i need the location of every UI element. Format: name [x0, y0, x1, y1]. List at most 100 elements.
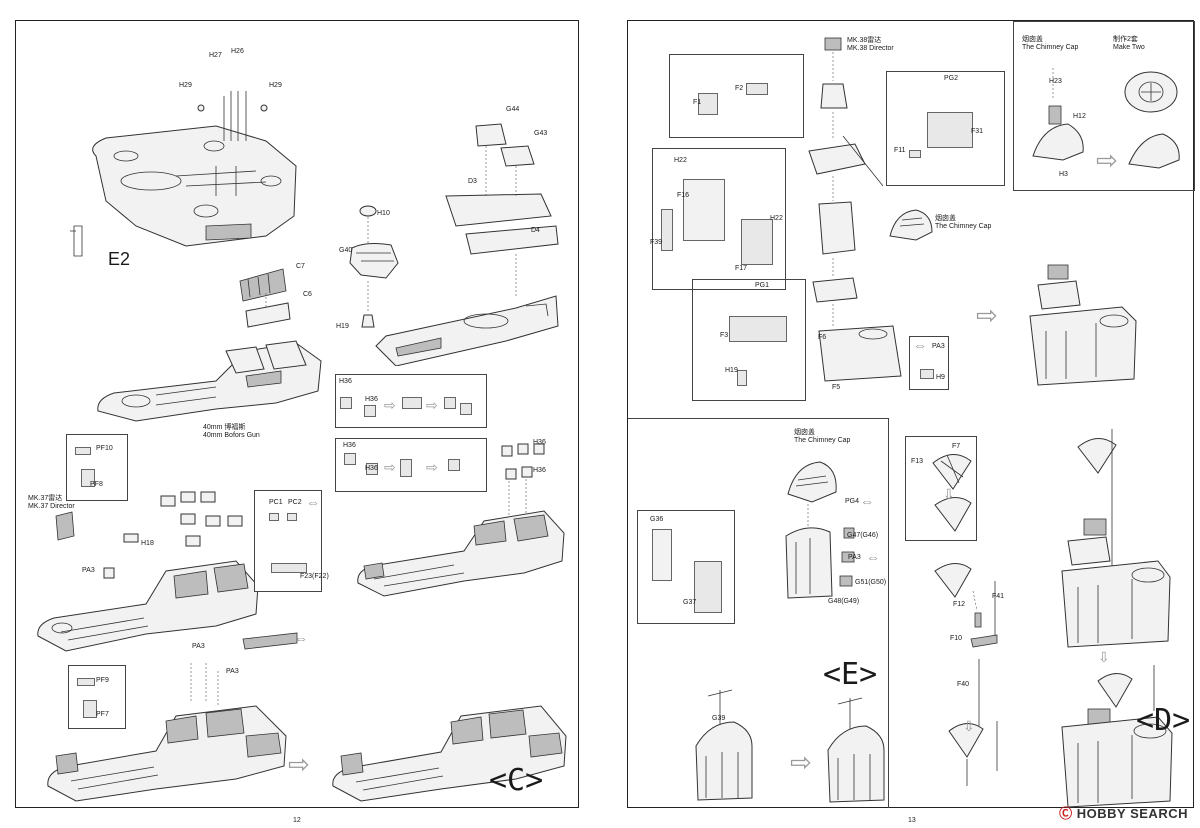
part-label-f1: F1 [693, 99, 702, 106]
caption-chimney-b-cn: 烟囱盖 [1022, 36, 1043, 43]
part-label-h36-c: H36 [533, 439, 546, 446]
chimney-cap-a-drawing [889, 209, 933, 241]
instruction-page-left: H27 H26 H29 H29 E2 G44 G43 D3 D4 H10 G40… [15, 20, 579, 824]
sheet-parts-c7-c6-drawing [239, 268, 291, 328]
part-label-g37: G37 [683, 599, 697, 606]
part-label-pf7: PF7 [96, 711, 109, 718]
part-label-f2: F2 [735, 85, 744, 92]
down-arrow-icon: ⇩ [943, 486, 955, 502]
superstructure-upper-drawing [375, 123, 559, 366]
g36-g37-callout-box [637, 510, 735, 624]
part-label-f7: F7 [952, 443, 961, 450]
funnel-final-b-drawing [827, 697, 885, 803]
pf9-pf7-callout-box [68, 665, 126, 729]
pc-parts-callout-box [254, 490, 322, 592]
caption-mk37-en: MK.37 Director [28, 503, 75, 510]
part-label-f39: F39 [650, 239, 663, 246]
part-label-pg1: PG1 [755, 282, 770, 289]
part-label-h36-d: H36 [533, 467, 546, 474]
part-label-f31: F31 [971, 128, 984, 135]
part-label-f23: F23(F22) [300, 573, 329, 580]
part-label-f41: F41 [992, 593, 1005, 600]
part-label-f3: F3 [720, 332, 729, 339]
part-label-h22-a: H22 [674, 157, 687, 164]
h36-callout-box-b: ⇨ ⇨ [335, 438, 487, 492]
part-label-h29-right: H29 [269, 82, 282, 89]
part-label-pf8: PF8 [90, 481, 103, 488]
part-label-f5: F5 [832, 384, 841, 391]
f1-f2-callout-box [669, 54, 804, 138]
superstructure-mid-drawing [97, 340, 322, 422]
step-arrow-icon-2: ⇨ [976, 300, 998, 330]
superstructure-right-drawing [357, 443, 565, 597]
part-label-pa3-b: PA3 [192, 643, 205, 650]
part-label-c7: C7 [296, 263, 305, 270]
part-label-h3: H3 [1059, 171, 1068, 178]
part-label-pc1: PC1 [269, 499, 283, 506]
step-arrow-icon-4: ⇨ [790, 747, 812, 777]
caption-mk38-en: MK.38 Director [847, 45, 894, 52]
part-label-h18: H18 [141, 540, 154, 547]
part-label-d3: D3 [468, 178, 477, 185]
part-label-g44: G44 [506, 106, 520, 113]
part-label-pg2: PG2 [944, 75, 959, 82]
down-arrow-icon-2: ⇩ [963, 718, 975, 734]
part-label-d4: D4 [531, 227, 540, 234]
direction-arrow-icon-5: ⇔ [866, 549, 880, 565]
part-label-c6: C6 [303, 291, 312, 298]
f16-f17-callout-box [652, 148, 786, 290]
part-label-h36-b2: H36 [365, 465, 378, 472]
direction-arrow-icon-3: ⇔ [913, 337, 927, 353]
part-label-g39: G39 [712, 715, 726, 722]
step-label-d: <D> [1136, 703, 1191, 738]
caption-mk37-cn: MK.37雷达 [28, 495, 63, 502]
railing-parts-drawing [242, 632, 298, 650]
part-label-h19: H19 [336, 323, 349, 330]
step-arrow-icon: ⇨ [288, 749, 310, 779]
part-label-pa3-r: PA3 [932, 343, 945, 350]
part-label-h36-a1: H36 [339, 378, 352, 385]
chimney-cap-b-drawing [1032, 68, 1180, 169]
pg2-f31-callout-box [886, 71, 1005, 186]
direction-arrow-icon-2: ⇔ [294, 630, 308, 646]
caption-bofors-cn: 40mm 博福斯 [203, 424, 246, 431]
mk38-director-column-drawing [808, 37, 902, 382]
caption-chimney-c-en: The Chimney Cap [794, 437, 851, 444]
bofors-assembly-drawing [37, 491, 259, 652]
page-number-right: 13 [908, 817, 916, 824]
part-label-g36: G36 [650, 516, 664, 523]
h36-callout-box-a: ⇨ ⇨ [335, 374, 487, 428]
part-label-pa3-b: PA3 [848, 554, 861, 561]
part-label-h36-b1: H36 [343, 442, 356, 449]
instruction-page-right: F1 F2 H22 F16 F39 H22 F17 PG1 F3 H19 MK.… [627, 20, 1195, 824]
caption-mk38-cn: MK.38雷达 [847, 37, 882, 44]
part-label-pf10: PF10 [96, 445, 113, 452]
tower-radar-final-drawing [1061, 429, 1173, 808]
part-label-h23: H23 [1049, 78, 1062, 85]
part-label-h19-r: H19 [725, 367, 738, 374]
part-label-g43: G43 [534, 130, 548, 137]
part-label-pa3-c: PA3 [226, 668, 239, 675]
part-label-h12: H12 [1073, 113, 1086, 120]
hobbysearch-watermark: Ⓒ HOBBY SEARCH [1059, 806, 1188, 821]
part-label-f6: F6 [818, 334, 827, 341]
part-label-pa3-a: PA3 [82, 567, 95, 574]
part-label-h29-left: H29 [179, 82, 192, 89]
final-assembly-left-drawing [47, 663, 287, 802]
part-label-f13: F13 [911, 458, 924, 465]
part-label-g40: G40 [339, 247, 353, 254]
final-assembly-right-drawing [332, 705, 567, 802]
part-label-h22-b: H22 [770, 215, 783, 222]
part-label-f40: F40 [957, 681, 970, 688]
step-e-panel [628, 418, 889, 808]
part-label-h27: H27 [209, 52, 222, 59]
funnel-final-a-drawing [695, 689, 753, 801]
part-label-h36-a2: H36 [365, 396, 378, 403]
gun-director-g40-drawing [349, 205, 399, 328]
step-label-c: <C> [489, 763, 544, 798]
caption-chimney-c-cn: 烟囱盖 [794, 429, 815, 436]
down-arrow-icon-3: ⇩ [1098, 649, 1110, 665]
funnel-assembly-drawing [785, 461, 855, 599]
caption-chimney-a-cn: 烟囱盖 [935, 215, 956, 222]
part-label-f12: F12 [953, 601, 966, 608]
